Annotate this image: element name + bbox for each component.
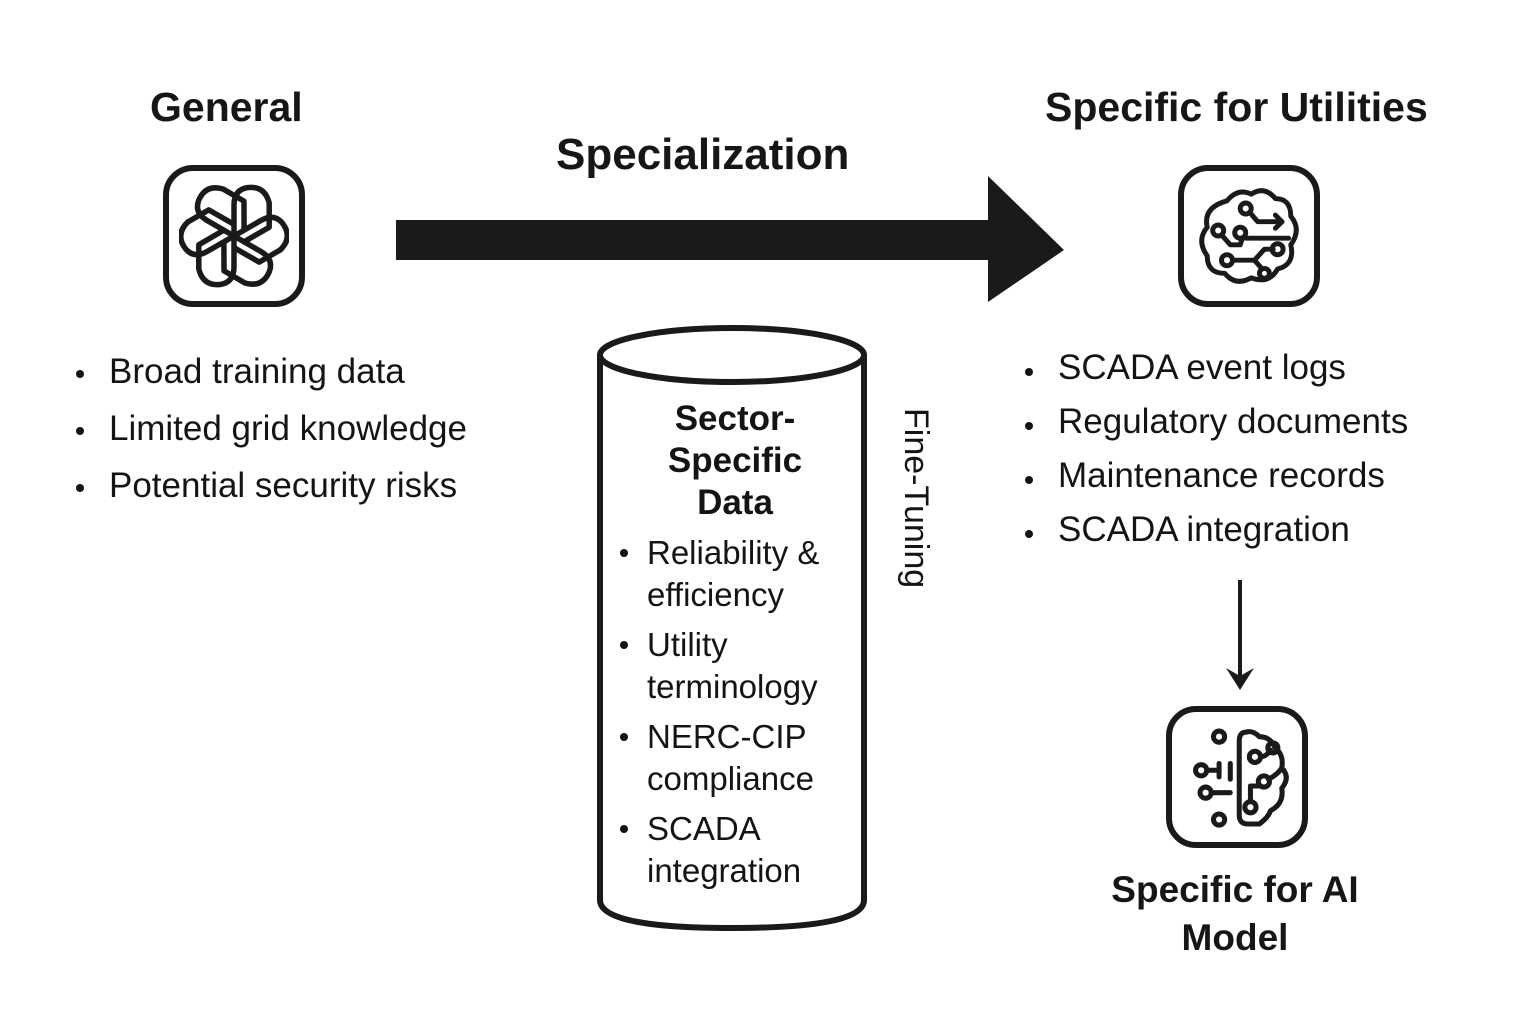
utilities-title: Specific for Utilities (1045, 84, 1428, 130)
general-bullet-list: Broad training data Limited grid knowled… (76, 343, 467, 514)
general-bullet: Limited grid knowledge (76, 400, 467, 457)
ai-model-icon-box (1166, 706, 1308, 848)
specialization-label: Specialization (556, 130, 850, 179)
fine-tuning-label: Fine-Tuning (897, 408, 935, 589)
circuit-brain-icon (1193, 728, 1289, 828)
down-arrow (1226, 580, 1254, 690)
specialization-arrow (396, 176, 1064, 302)
general-model-icon-box (163, 165, 305, 307)
openai-knot-icon (179, 181, 289, 291)
utilities-bullet: Maintenance records (1025, 449, 1408, 503)
general-bullet: Broad training data (76, 343, 467, 400)
database-title: Sector- Specific Data (667, 399, 803, 522)
general-title: General (150, 84, 303, 130)
utilities-bullet: SCADA event logs (1025, 341, 1408, 395)
arrow-shape (396, 176, 1064, 302)
utilities-bullet-list: SCADA event logs Regulatory documents Ma… (1025, 341, 1408, 557)
utilities-bullet: SCADA integration (1025, 503, 1408, 557)
utilities-bullet: Regulatory documents (1025, 395, 1408, 449)
database-cylinder-icon (597, 325, 867, 932)
database-content: Sector- Specific Data Reliability &effic… (620, 398, 850, 892)
database-bullet: Reliability &efficiency (620, 532, 850, 616)
utilities-model-icon-box (1178, 165, 1320, 307)
general-bullet: Potential security risks (76, 457, 467, 514)
ai-model-title: Specific for AI Model (1111, 869, 1359, 958)
circuit-brain-cloud-icon (1199, 188, 1299, 284)
